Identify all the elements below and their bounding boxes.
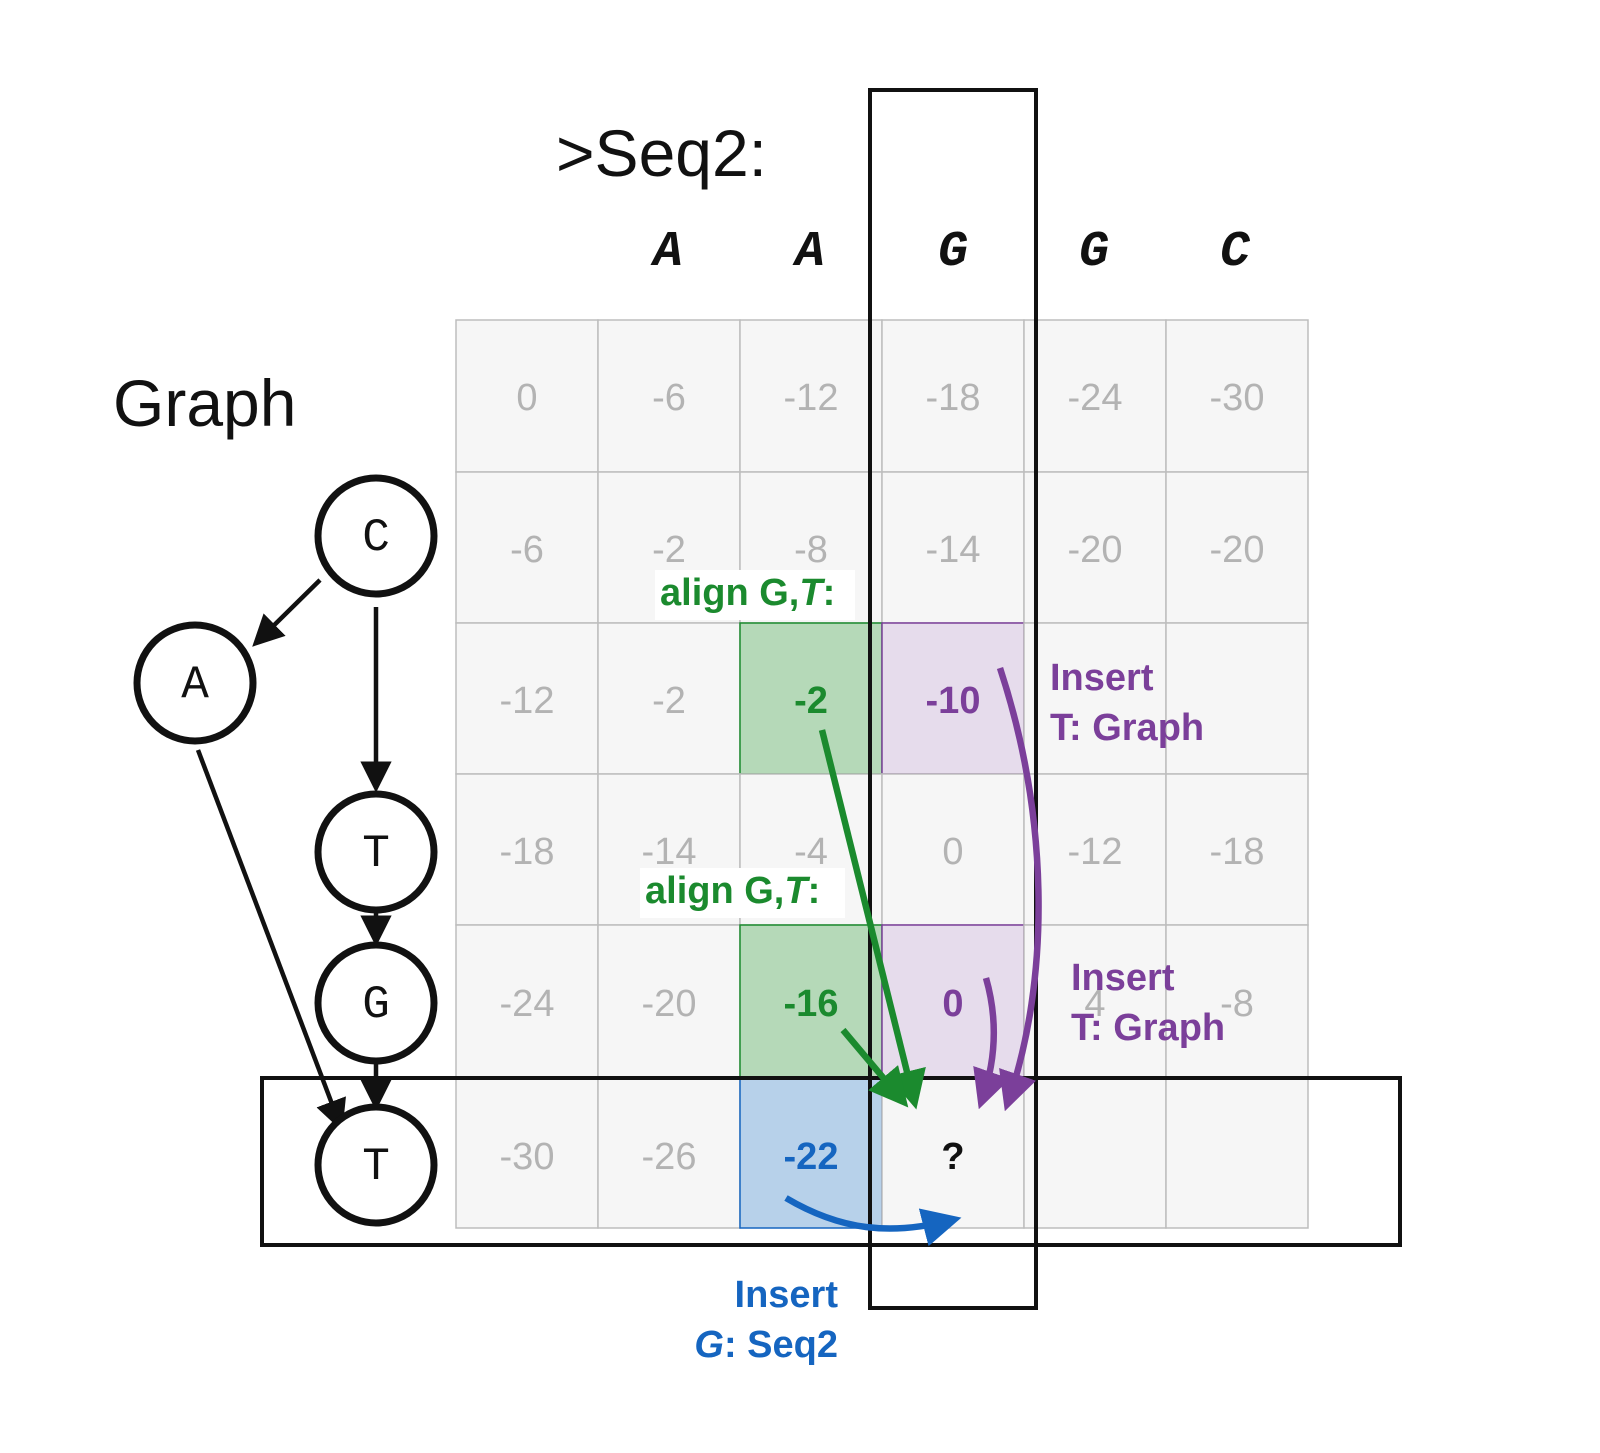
node-circle [314, 474, 438, 598]
matrix-value-highlight: -22 [784, 1136, 839, 1178]
insert-graph-label-top-line2: T: Graph [1050, 707, 1204, 749]
column-header-2: A [792, 224, 825, 281]
matrix-value: -30 [1210, 377, 1265, 419]
column-highlight-frame [868, 88, 1038, 1310]
insert-seq2-label-line1: Insert [735, 1274, 839, 1316]
insert-seq2-label-line2: G: Seq2 [694, 1324, 838, 1366]
score-matrix [455, 319, 1309, 1229]
matrix-value: 4 [1084, 983, 1105, 1025]
column-header-1: A [650, 224, 683, 281]
matrix-value: -18 [1210, 831, 1265, 873]
insert-graph-label-top-line1: Insert [1050, 657, 1154, 699]
column-header-3: G [938, 224, 968, 281]
matrix-value: -6 [510, 529, 544, 571]
insert-graph-label-bottom-line2: T: Graph [1071, 1007, 1225, 1049]
node-label: T [362, 828, 390, 880]
matrix-value: -14 [926, 529, 981, 571]
matrix-cell-r3-c4 [1023, 773, 1167, 926]
label-backdrop [655, 570, 855, 620]
matrix-cell-r0-c1 [597, 319, 741, 473]
arrow-insert-seq2 [784, 1195, 962, 1247]
matrix-cell-r4-c5 [1165, 924, 1309, 1078]
matrix-cell-r1-c5 [1165, 471, 1309, 624]
matrix-cell-r0-c3 [881, 319, 1025, 473]
matrix-cell-r4-c1 [597, 924, 741, 1078]
matrix-value: -24 [500, 983, 555, 1025]
matrix-value: -12 [784, 377, 839, 419]
node-circle [314, 1103, 438, 1227]
matrix-cell-r2-c3 [881, 622, 1025, 775]
matrix-value: -2 [652, 680, 686, 722]
matrix-cell-r5-c4 [1023, 1076, 1167, 1229]
node-label: C [362, 512, 390, 564]
column-headers: A A G G C [650, 224, 1251, 281]
matrix-values: 0 -6 -12 -18 -24 -30 -6 -2 -8 -14 -20 -2… [500, 377, 1265, 1178]
matrix-cell-r2-c0 [455, 622, 599, 775]
matrix-value: -6 [652, 377, 686, 419]
node-circle [133, 621, 257, 745]
edge-c-to-a [252, 578, 322, 647]
matrix-cell-r3-c3 [881, 773, 1025, 926]
matrix-value: -24 [1068, 377, 1123, 419]
label-backdrop [640, 868, 845, 918]
matrix-cell-r3-c5 [1165, 773, 1309, 926]
matrix-value-highlight: 0 [942, 983, 963, 1025]
matrix-value: -8 [794, 529, 828, 571]
insert-graph-label-bottom-line1: Insert [1071, 957, 1175, 999]
matrix-cell-r0-c4 [1023, 319, 1167, 473]
arrow-align-diagonal-top [818, 729, 926, 1110]
node-label: G [362, 979, 390, 1031]
column-header-4: G [1079, 224, 1109, 281]
align-annotation-bottom: align G,T: [645, 870, 820, 912]
node-label: T [362, 1141, 390, 1193]
matrix-cell-r4-c3 [881, 924, 1025, 1078]
matrix-cell-r2-c1 [597, 622, 741, 775]
node-circle [314, 790, 438, 914]
unknown-cell-value: ? [941, 1136, 964, 1178]
arrow-align-diagonal-bottom [840, 1027, 909, 1108]
matrix-value: -12 [500, 680, 555, 722]
node-circle [314, 941, 438, 1065]
matrix-value: -20 [1210, 529, 1265, 571]
row-highlight-frame [260, 1076, 1402, 1247]
matrix-cell-r0-c5 [1165, 319, 1309, 473]
matrix-cell-r2-c4 [1023, 622, 1167, 775]
column-header-5: C [1220, 224, 1251, 281]
matrix-cell-r0-c2 [739, 319, 883, 473]
graph-nodes: C A T G T [133, 474, 438, 1227]
matrix-value: -8 [1220, 983, 1254, 1025]
matrix-value: -2 [652, 529, 686, 571]
align-annotation-top: align G,T: [660, 572, 835, 614]
matrix-cell-r2-c2 [739, 622, 883, 775]
matrix-value: -14 [642, 831, 697, 873]
matrix-cell-r5-c5 [1165, 1076, 1309, 1229]
matrix-value: -20 [642, 983, 697, 1025]
matrix-value: -26 [642, 1136, 697, 1178]
matrix-cell-r0-c0 [455, 319, 599, 473]
matrix-value: 0 [516, 377, 537, 419]
matrix-cell-r4-c4 [1023, 924, 1167, 1078]
matrix-value: 0 [942, 831, 963, 873]
graph-title: Graph [113, 366, 296, 440]
matrix-value: -4 [794, 831, 828, 873]
seq2-title: >Seq2: [556, 116, 767, 190]
matrix-cell-r2-c5 [1165, 622, 1309, 775]
matrix-value: -30 [500, 1136, 555, 1178]
arrow-insert-graph-bottom [973, 977, 1011, 1110]
matrix-value: -12 [1068, 831, 1123, 873]
matrix-value-highlight: -16 [784, 983, 839, 1025]
matrix-value: -18 [926, 377, 981, 419]
node-label: A [181, 659, 209, 711]
arrow-insert-graph-top [996, 666, 1042, 1112]
matrix-value: -20 [1068, 529, 1123, 571]
matrix-value-highlight: -2 [794, 680, 828, 722]
transition-arrows [784, 666, 1042, 1247]
matrix-value: -18 [500, 831, 555, 873]
edge-a-to-t [195, 749, 346, 1132]
matrix-value-highlight: -10 [926, 680, 981, 722]
matrix-cell-r1-c3 [881, 471, 1025, 624]
matrix-cell-r3-c0 [455, 773, 599, 926]
